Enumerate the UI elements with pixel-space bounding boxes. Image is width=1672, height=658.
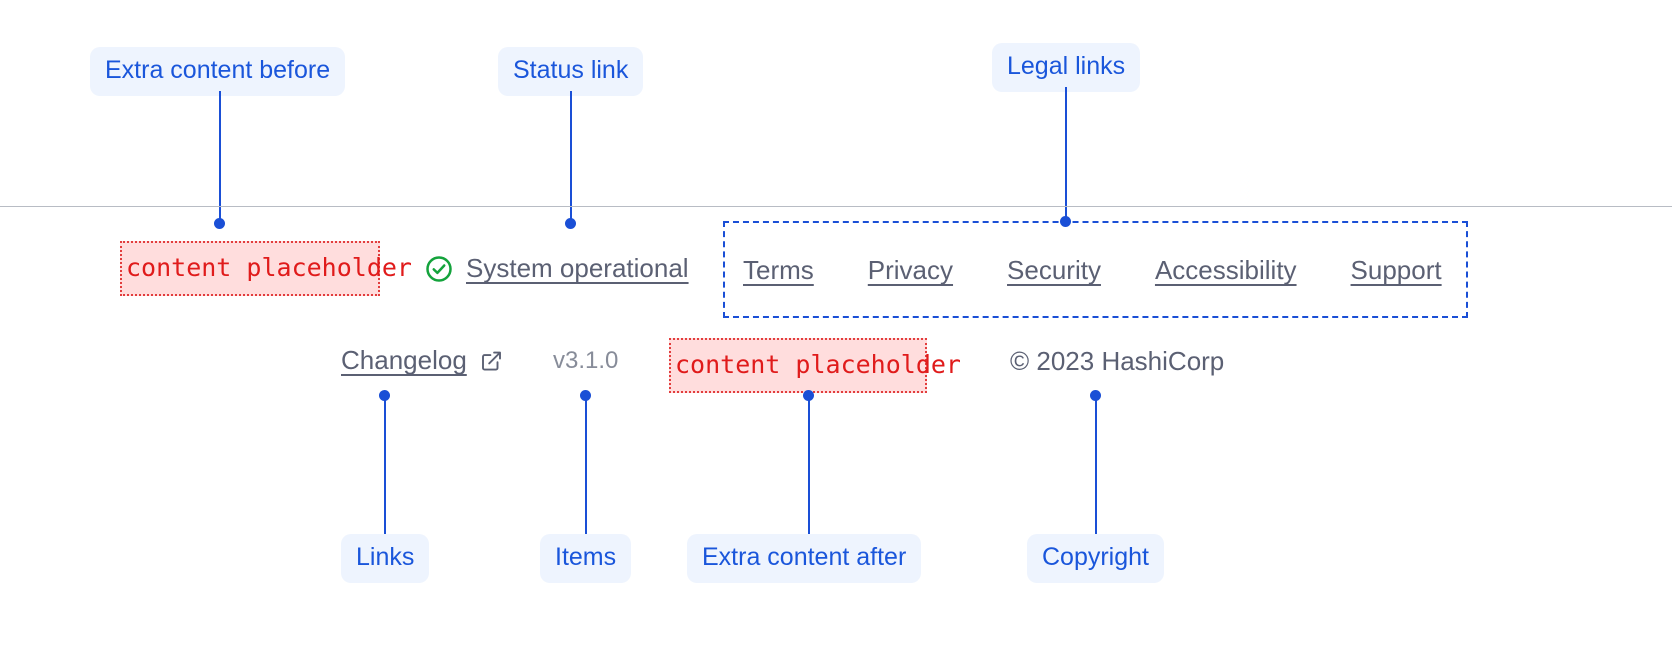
legal-links-group: Terms Privacy Security Accessibility Sup… (743, 255, 1442, 286)
leader-line-copyright (1095, 396, 1097, 534)
leader-dot-links (379, 390, 390, 401)
check-circle-icon (426, 255, 452, 282)
leader-line-legal-links (1065, 87, 1067, 221)
legal-link-terms[interactable]: Terms (743, 255, 814, 285)
status-link[interactable]: System operational (424, 253, 689, 284)
content-placeholder-before: content placeholder (120, 241, 412, 296)
version-label: v3.1.0 (553, 347, 619, 374)
leader-line-links (384, 396, 386, 534)
copyright-label: © 2023 HashiCorp (1010, 346, 1225, 376)
legal-link-support[interactable]: Support (1350, 255, 1442, 285)
content-placeholder-after: content placeholder (669, 338, 961, 393)
legal-link-accessibility[interactable]: Accessibility (1154, 255, 1297, 285)
leader-dot-extra-after (803, 390, 814, 401)
callout-copyright: Copyright (1027, 534, 1164, 583)
callout-links: Links (341, 534, 430, 583)
external-link-icon (481, 351, 501, 371)
changelog-link-label: Changelog (341, 345, 467, 375)
leader-dot-copyright (1090, 390, 1101, 401)
footer-top-divider (0, 206, 1672, 207)
leader-line-status-link (570, 91, 572, 222)
callout-legal-links: Legal links (992, 43, 1141, 92)
callout-extra-content-before: Extra content before (90, 47, 346, 96)
leader-dot-status-link (565, 218, 576, 229)
changelog-link[interactable]: Changelog (341, 345, 503, 376)
legal-links-highlight-box (723, 221, 1468, 318)
leader-line-items (585, 396, 587, 534)
callout-items: Items (540, 534, 632, 583)
legal-link-privacy[interactable]: Privacy (867, 255, 954, 285)
leader-line-extra-after (808, 396, 810, 534)
leader-dot-extra-before (214, 218, 225, 229)
callout-extra-content-after: Extra content after (687, 534, 922, 583)
callout-status-link: Status link (498, 47, 644, 96)
leader-dot-items (580, 390, 591, 401)
leader-line-extra-before (219, 91, 221, 222)
status-link-label: System operational (466, 253, 689, 283)
legal-link-security[interactable]: Security (1007, 255, 1101, 285)
